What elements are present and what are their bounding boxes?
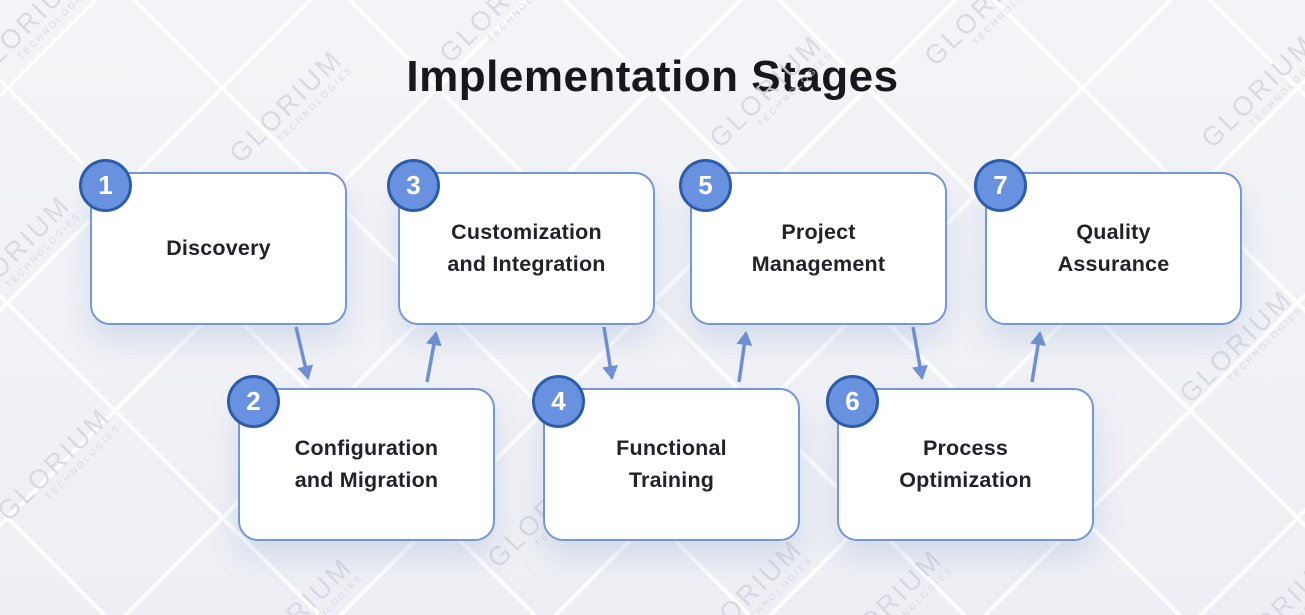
stage-number: 3 — [406, 170, 421, 200]
stage-box-customization-and-integration: 3 Customization and Integration — [387, 159, 655, 325]
stage-box-functional-training: 4 Functional Training — [532, 375, 800, 541]
arrow-2-to-3 — [425, 331, 442, 383]
stage-number: 4 — [551, 386, 566, 416]
stage-label: Configuration and Migration — [294, 436, 439, 492]
arrow-3-to-4 — [602, 326, 619, 380]
stage-number-badge: 3 — [387, 159, 440, 212]
arrow-6-to-7 — [1030, 331, 1046, 383]
arrow-1-to-2 — [294, 326, 314, 380]
stage-label: Process Optimization — [899, 436, 1032, 492]
stage-box-project-management: 5 Project Management — [679, 159, 947, 325]
stage-box-quality-assurance: 7 Quality Assurance — [974, 159, 1242, 325]
stage-label: Functional Training — [616, 436, 727, 492]
stage-number-badge: 4 — [532, 375, 585, 428]
stage-box-configuration-and-migration: 2 Configuration and Migration — [227, 375, 495, 541]
stage-number-badge: 7 — [974, 159, 1027, 212]
stage-label: Project Management — [751, 220, 886, 276]
arrow-5-to-6 — [911, 326, 928, 380]
stage-number: 2 — [246, 386, 261, 416]
stage-label: Discovery — [166, 235, 271, 260]
stage-number-badge: 1 — [79, 159, 132, 212]
stage-label: Customization and Integration — [447, 220, 606, 276]
stage-number: 6 — [845, 386, 860, 416]
stage-number: 7 — [993, 170, 1008, 200]
arrow-4-to-5 — [736, 331, 753, 383]
stage-number-badge: 2 — [227, 375, 280, 428]
stage-number-badge: 5 — [679, 159, 732, 212]
page-title: Implementation Stages — [406, 52, 899, 101]
stage-box-discovery: 1 Discovery — [79, 159, 347, 325]
stage-number: 1 — [98, 170, 113, 200]
stage-label: Quality Assurance — [1057, 220, 1170, 276]
stage-box-process-optimization: 6 Process Optimization — [826, 375, 1094, 541]
stage-number: 5 — [698, 170, 713, 200]
stage-number-badge: 6 — [826, 375, 879, 428]
